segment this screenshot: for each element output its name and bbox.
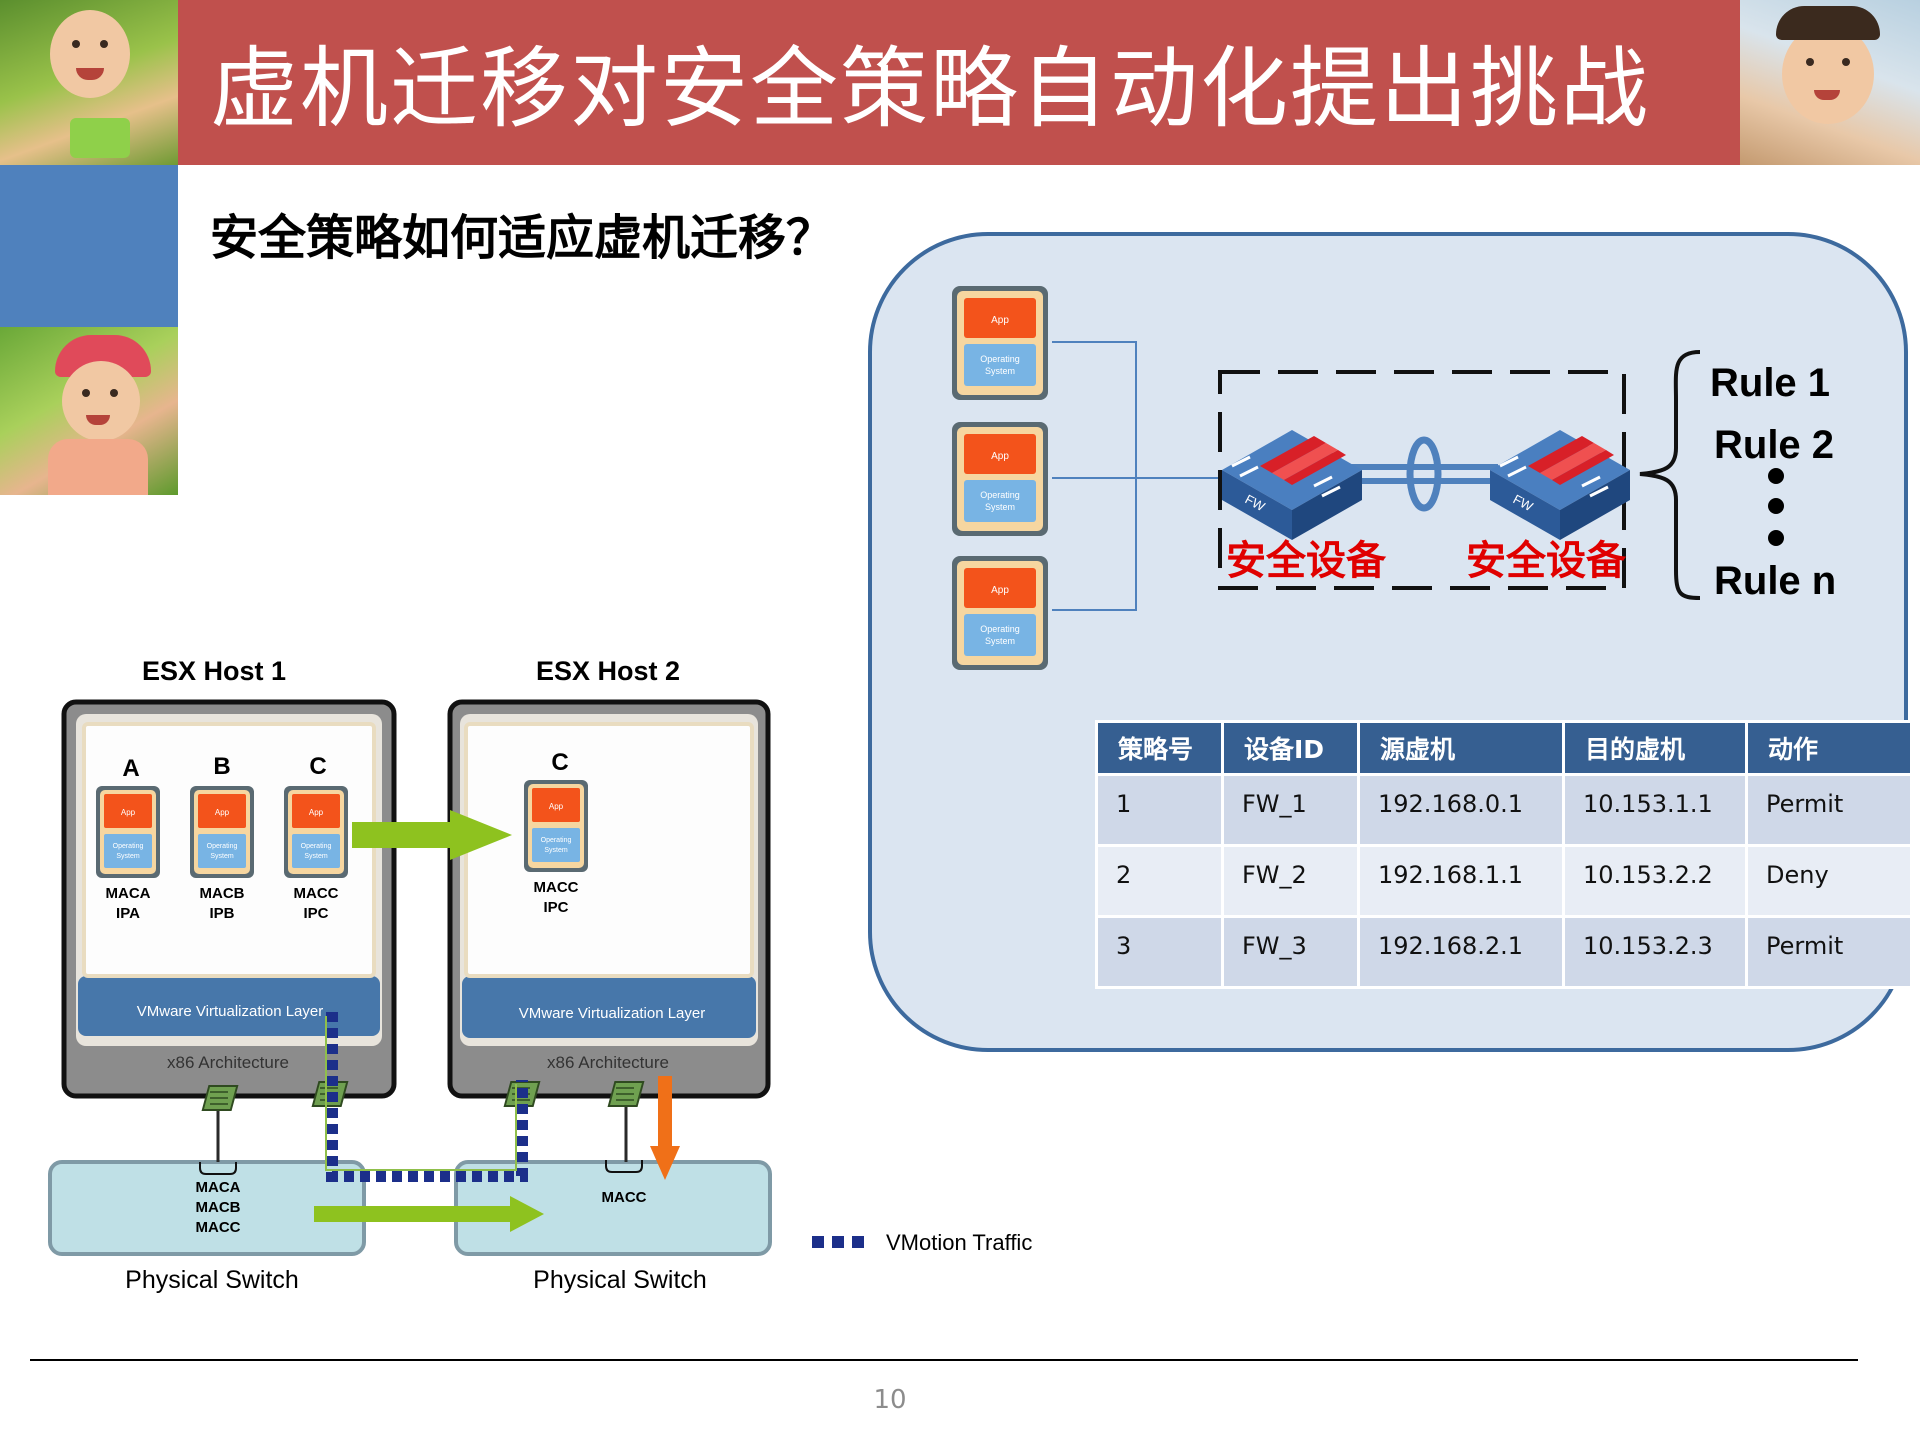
host2-nic-2 — [607, 1081, 645, 1107]
host1-vm-b-letter: B — [213, 753, 230, 780]
cell-action: Deny — [1745, 844, 1913, 918]
cell-action: Permit — [1745, 915, 1913, 989]
host1-arch: x86 Architecture — [167, 1053, 289, 1072]
cell-source-vm: 192.168.2.1 — [1357, 915, 1565, 989]
cell-device-id: FW_3 — [1221, 915, 1360, 989]
security-device-label-2: 安全设备 — [1466, 538, 1627, 583]
rules-brace — [1639, 350, 1701, 600]
vm-icon-1 — [952, 286, 1048, 400]
table-row: 1 FW_1 192.168.0.1 10.153.1.1 Permit — [1095, 773, 1913, 847]
cell-policy-id: 1 — [1095, 773, 1224, 847]
cell-policy-id: 2 — [1095, 844, 1224, 918]
cell-device-id: FW_2 — [1221, 844, 1360, 918]
host1-vm-c-letter: C — [309, 753, 326, 780]
vm-connector-lines — [1052, 341, 1220, 611]
security-zone-border — [1218, 370, 1626, 590]
vmotion-traffic-path-outline — [325, 1016, 517, 1171]
host1-virt-layer: VMware Virtualization Layer — [137, 1003, 323, 1020]
firewall-device-2 — [1488, 428, 1632, 542]
col-policy-id: 策略号 — [1095, 720, 1224, 776]
host1-vm-a-mac: MACA — [106, 885, 151, 902]
host2-arch: x86 Architecture — [547, 1053, 669, 1072]
cell-policy-id: 3 — [1095, 915, 1224, 989]
subtitle: 安全策略如何适应虚机迁移？ — [210, 210, 835, 266]
page-title: 虚机迁移对安全策略自动化提出挑战 — [210, 37, 1651, 140]
switch1-label: Physical Switch — [125, 1266, 299, 1294]
cell-action: Permit — [1745, 773, 1913, 847]
cell-source-vm: 192.168.0.1 — [1357, 773, 1565, 847]
cell-dest-vm: 10.153.2.2 — [1562, 844, 1748, 918]
security-device-label-1: 安全设备 — [1226, 538, 1387, 583]
host2-chassis — [447, 699, 771, 1099]
rules-ellipsis — [1768, 468, 1784, 546]
cell-dest-vm: 10.153.2.3 — [1562, 915, 1748, 989]
host1-vm-c-icon — [284, 786, 348, 878]
host1-vm-c-mac: MACC — [294, 885, 339, 902]
firewall-device-1 — [1220, 428, 1364, 542]
rule-1-label: Rule 1 — [1710, 361, 1830, 405]
page-number: 10 — [873, 1385, 907, 1415]
photo-child-left-mid — [0, 327, 178, 495]
switch1-mac-a: MACA — [196, 1179, 241, 1196]
host1-vm-b-icon — [190, 786, 254, 878]
cell-source-vm: 192.168.1.1 — [1357, 844, 1565, 918]
firewall-link — [1350, 436, 1498, 512]
rule-2-label: Rule 2 — [1714, 423, 1834, 467]
policy-table-header-row: 策略号 设备ID 源虚机 目的虚机 动作 — [1095, 720, 1913, 776]
table-row: 2 FW_2 192.168.1.1 10.153.2.2 Deny — [1095, 844, 1913, 918]
host1-vm-a-icon — [96, 786, 160, 878]
col-action: 动作 — [1745, 720, 1913, 776]
accent-block — [0, 165, 178, 327]
host1-vm-a-ip: IPA — [116, 905, 140, 922]
photo-child-right-top — [1740, 0, 1920, 165]
rule-n-label: Rule n — [1714, 559, 1836, 603]
mac-update-arrow — [650, 1076, 680, 1180]
title-bar — [178, 0, 1740, 165]
host2-vm-c-mac: MACC — [534, 879, 579, 896]
host1-title: ESX Host 1 — [142, 656, 286, 686]
host1-nic-1 — [201, 1085, 239, 1111]
vm-icon-3 — [952, 556, 1048, 670]
vm-icon-2 — [952, 422, 1048, 536]
photo-child-left-top — [0, 0, 178, 165]
col-source-vm: 源虚机 — [1357, 720, 1565, 776]
switch1-mac-c: MACC — [196, 1219, 241, 1236]
footer-divider — [30, 1359, 1858, 1361]
host2-vm-c-icon — [524, 780, 588, 872]
switch2-mac-c: MACC — [602, 1189, 647, 1206]
vmotion-legend-swatch — [812, 1236, 864, 1248]
table-row: 3 FW_3 192.168.2.1 10.153.2.3 Permit — [1095, 915, 1913, 989]
host1-vm-b-ip: IPB — [209, 905, 234, 922]
switch-migration-arrow — [314, 1196, 544, 1232]
host2-vm-c-letter: C — [551, 749, 568, 776]
migration-arrow — [352, 810, 512, 860]
cell-dest-vm: 10.153.1.1 — [1562, 773, 1748, 847]
host2-virt-layer: VMware Virtualization Layer — [519, 1005, 705, 1022]
switch-port-brackets — [199, 1160, 643, 1175]
switch1-mac-b: MACB — [196, 1199, 241, 1216]
host2-title: ESX Host 2 — [536, 656, 680, 686]
col-dest-vm: 目的虚机 — [1562, 720, 1748, 776]
host1-vm-c-ip: IPC — [303, 905, 328, 922]
col-device-id: 设备ID — [1221, 720, 1360, 776]
host1-vm-a-letter: A — [122, 755, 139, 782]
cell-device-id: FW_1 — [1221, 773, 1360, 847]
vmotion-traffic-path — [326, 1012, 528, 1182]
vmotion-legend-label: VMotion Traffic — [886, 1230, 1032, 1255]
host1-vm-b-mac: MACB — [200, 885, 245, 902]
host-cables — [216, 1100, 628, 1162]
policy-table: 策略号 设备ID 源虚机 目的虚机 动作 1 FW_1 192.168.0.1 … — [1095, 720, 1913, 989]
switch2-label: Physical Switch — [533, 1266, 707, 1294]
host2-vm-c-ip: IPC — [543, 899, 568, 916]
